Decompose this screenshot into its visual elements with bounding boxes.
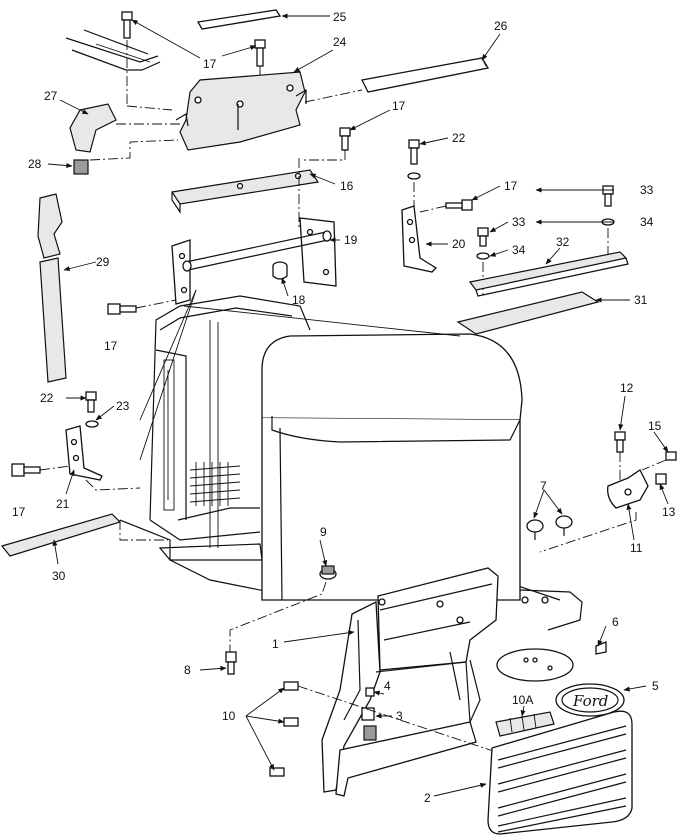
callout-15: 15 bbox=[648, 419, 662, 433]
callout-30: 30 bbox=[52, 569, 66, 583]
seal-strip-30 bbox=[0, 513, 122, 557]
grille-2 bbox=[487, 710, 633, 835]
bushing-18 bbox=[272, 261, 288, 280]
callout-21: 21 bbox=[56, 497, 70, 511]
emblem-ford-text: Ford bbox=[572, 692, 608, 710]
callout-32: 32 bbox=[556, 235, 570, 249]
nut-13 bbox=[655, 473, 667, 485]
callout-22-a: 22 bbox=[452, 131, 466, 145]
callout-25: 25 bbox=[333, 10, 347, 24]
badge-10a bbox=[495, 711, 555, 737]
radiator-core bbox=[189, 462, 241, 506]
callout-17-c: 17 bbox=[504, 179, 518, 193]
bolt-33-left bbox=[477, 227, 489, 247]
spacer-28 bbox=[73, 159, 89, 175]
callout-17-a: 17 bbox=[203, 57, 217, 71]
callout-12: 12 bbox=[620, 381, 634, 395]
bolt-17-center bbox=[339, 127, 351, 151]
seal-strip-26 bbox=[361, 57, 490, 93]
bracket-20 bbox=[401, 205, 438, 273]
callout-10: 10 bbox=[222, 709, 236, 723]
washer-23 bbox=[85, 420, 99, 428]
callout-16: 16 bbox=[340, 179, 354, 193]
callout-31: 31 bbox=[634, 293, 648, 307]
callout-1: 1 bbox=[272, 637, 279, 651]
callout-5: 5 bbox=[652, 679, 659, 693]
bolt-17-lower bbox=[11, 463, 41, 477]
callout-17-e: 17 bbox=[12, 505, 26, 519]
callout-22-b: 22 bbox=[40, 391, 54, 405]
grommet-7 bbox=[526, 515, 573, 540]
fuel-tank bbox=[261, 333, 523, 601]
bracket-11 bbox=[607, 469, 649, 509]
callout-3: 3 bbox=[396, 709, 403, 723]
side-strip-29 bbox=[37, 193, 67, 383]
washer-4 bbox=[365, 687, 375, 697]
nose-casting-1 bbox=[377, 567, 499, 671]
ford-emblem-5: Ford bbox=[555, 683, 625, 717]
bolts-10 bbox=[269, 681, 299, 777]
callout-26: 26 bbox=[494, 19, 508, 33]
lower-nose bbox=[335, 651, 481, 797]
callout-6: 6 bbox=[612, 615, 619, 629]
bolt-17-left bbox=[107, 303, 137, 315]
callout-27: 27 bbox=[44, 89, 58, 103]
callout-9: 9 bbox=[320, 525, 327, 539]
callout-34-b: 34 bbox=[640, 215, 654, 229]
callout-33-a: 33 bbox=[512, 215, 526, 229]
callout-10a: 10A bbox=[512, 693, 533, 707]
support-bracket-24 bbox=[175, 71, 307, 151]
bolt-12 bbox=[614, 431, 626, 453]
plate-32 bbox=[468, 251, 629, 297]
leader-lines bbox=[47, 13, 669, 797]
callout-20: 20 bbox=[452, 237, 466, 251]
nut-3 bbox=[361, 707, 377, 741]
emblem-backplate-6 bbox=[496, 648, 574, 682]
washer-34-left bbox=[476, 252, 490, 260]
bracket-21 bbox=[65, 425, 103, 481]
callout-18: 18 bbox=[292, 293, 306, 307]
trim-strip-25 bbox=[196, 9, 282, 30]
callout-24: 24 bbox=[333, 35, 347, 49]
callout-13: 13 bbox=[662, 505, 676, 519]
callout-17-d: 17 bbox=[104, 339, 118, 353]
bolt-17-top bbox=[121, 11, 133, 39]
callout-34-a: 34 bbox=[512, 243, 526, 257]
corner-block-27 bbox=[69, 103, 117, 153]
callout-11: 11 bbox=[630, 541, 643, 555]
callout-labels: 25 17 24 26 27 28 17 22 16 17 33 34 33 3… bbox=[12, 10, 676, 805]
cross-bar-16 bbox=[170, 169, 320, 214]
clip-6 bbox=[595, 641, 607, 655]
pad-31 bbox=[456, 291, 600, 335]
fastener-9 bbox=[319, 565, 337, 580]
support-frame-19 bbox=[171, 217, 337, 305]
radiator-frame bbox=[149, 295, 311, 548]
bolt-22-left bbox=[85, 391, 97, 413]
bolt-33-right bbox=[602, 185, 614, 207]
bolt-22-right bbox=[407, 139, 421, 180]
bolt-17-right bbox=[445, 199, 473, 211]
callout-17-b: 17 bbox=[392, 99, 406, 113]
hood-channel bbox=[65, 29, 161, 71]
bolt-17-upper bbox=[254, 39, 266, 67]
bolt-15 bbox=[641, 451, 677, 471]
callout-29: 29 bbox=[96, 255, 110, 269]
callout-33-b: 33 bbox=[640, 183, 654, 197]
callout-4: 4 bbox=[384, 679, 391, 693]
callout-7: 7 bbox=[540, 479, 547, 493]
callout-28: 28 bbox=[28, 157, 42, 171]
bolt-8 bbox=[225, 651, 237, 675]
callout-19: 19 bbox=[344, 233, 358, 247]
callout-2: 2 bbox=[424, 791, 431, 805]
callout-8: 8 bbox=[184, 663, 191, 677]
callout-23: 23 bbox=[116, 399, 130, 413]
